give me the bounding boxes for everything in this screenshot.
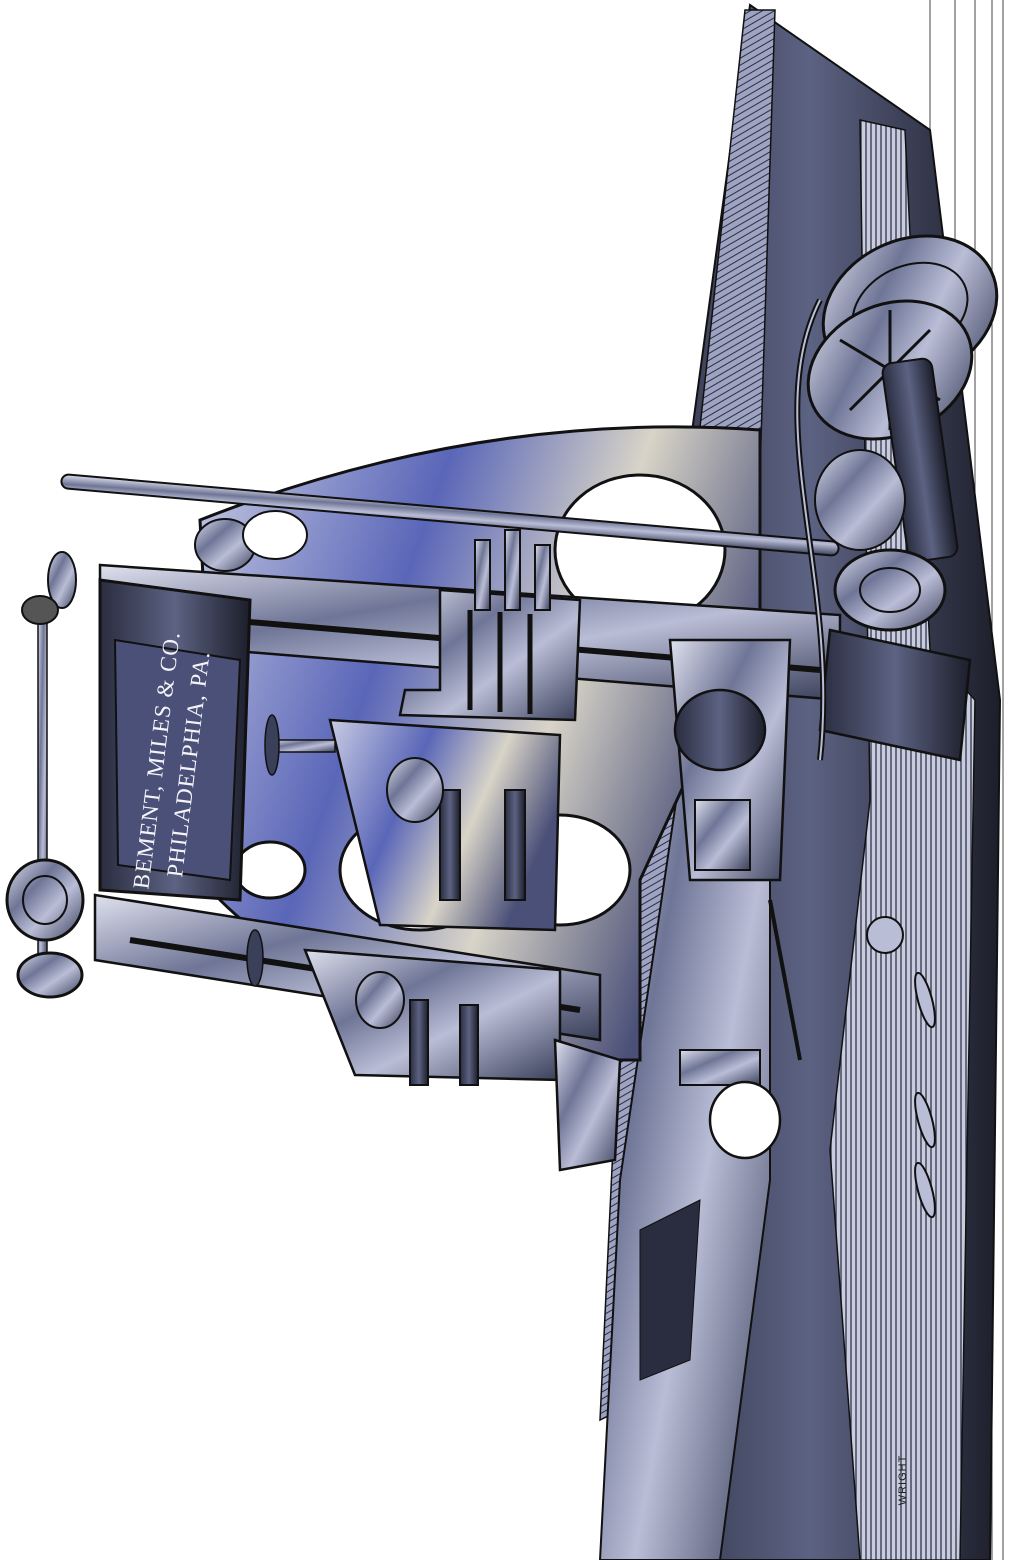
- engraver-signature: WRIGHT: [897, 1455, 909, 1506]
- upper-saddle: [264, 529, 582, 932]
- left-upright: [98, 578, 252, 902]
- feed-rod: [5, 551, 85, 999]
- bed-bolts: [866, 916, 936, 1219]
- drive-pulleys: [806, 234, 999, 563]
- lower-saddle: [246, 929, 622, 1172]
- feed-gearing: [768, 298, 972, 1061]
- side-head: [668, 638, 792, 1160]
